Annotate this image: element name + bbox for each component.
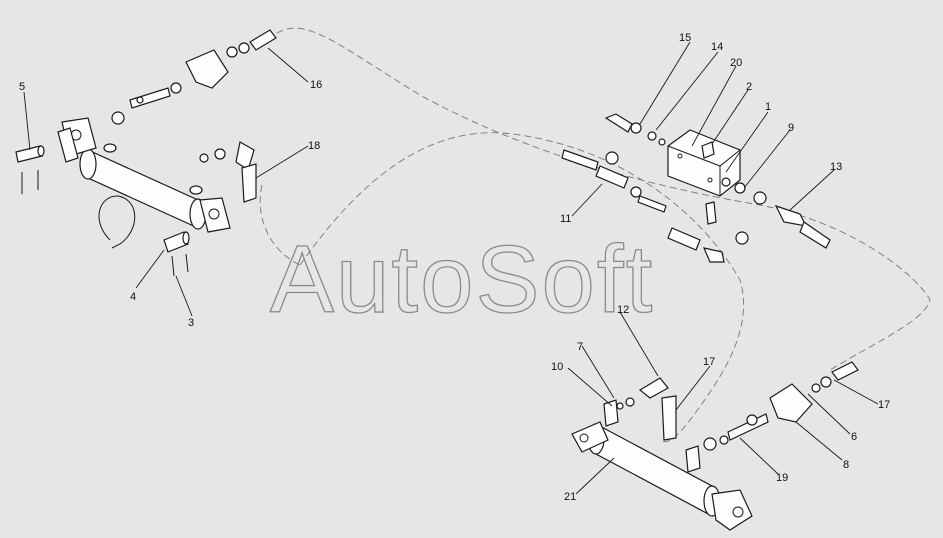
callout-19: 19 (776, 472, 788, 484)
left-cylinder (57, 117, 231, 233)
callout-8: 8 (843, 459, 849, 471)
callout-4: 4 (130, 291, 136, 303)
callout-10: 10 (551, 361, 563, 373)
callout-18: 18 (308, 140, 320, 152)
pin-4 (163, 231, 190, 277)
watermark-text: AutoSoft (270, 226, 654, 333)
callout-labels: 5 4 3 16 18 15 14 20 2 1 9 13 11 12 7 10… (19, 32, 890, 503)
right-fittings (616, 361, 859, 451)
callout-17-center: 17 (703, 356, 715, 368)
left-fittings (111, 29, 277, 203)
hose-route-loop (259, 132, 745, 443)
callout-6: 6 (851, 431, 857, 443)
callout-7: 7 (577, 341, 583, 353)
leader-lines (23, 41, 879, 495)
valve-block-20 (667, 129, 741, 225)
callout-17-right: 17 (878, 399, 890, 411)
pin-5 (15, 145, 45, 194)
callout-16: 16 (310, 79, 322, 91)
callout-14: 14 (711, 41, 723, 53)
right-cylinder-21 (571, 399, 753, 531)
callout-20: 20 (730, 57, 742, 69)
callout-9: 9 (788, 122, 794, 134)
callout-12: 12 (617, 304, 629, 316)
hose-route-upper (267, 27, 931, 371)
callout-21: 21 (564, 491, 576, 503)
callout-3: 3 (188, 317, 194, 329)
callout-15: 15 (679, 32, 691, 44)
callout-13: 13 (830, 161, 842, 173)
clamp-band (98, 195, 136, 249)
callout-2: 2 (746, 81, 752, 93)
valve-fittings (561, 113, 831, 263)
callout-5: 5 (19, 81, 25, 93)
callout-1: 1 (765, 101, 771, 113)
callout-11: 11 (560, 213, 571, 225)
